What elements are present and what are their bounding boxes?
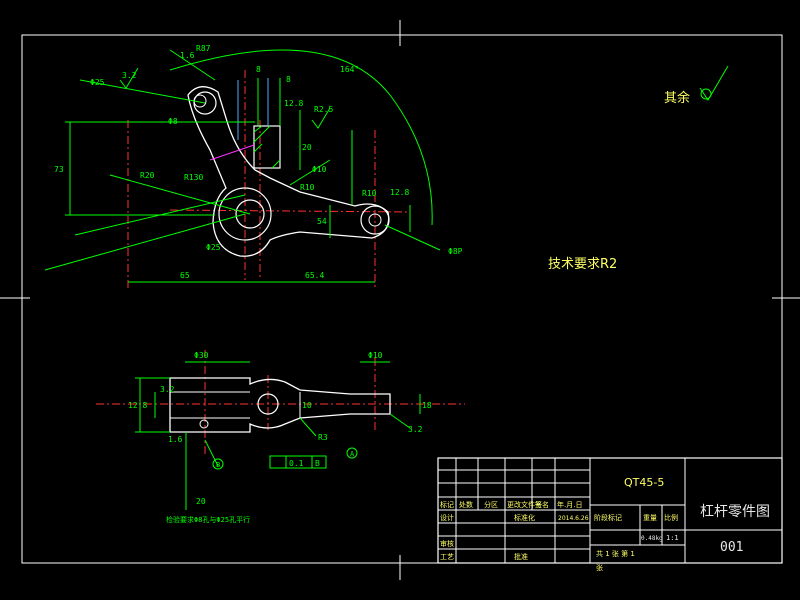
dim-d16: 1.6	[180, 51, 195, 60]
dim-b13: 18	[422, 401, 432, 410]
dim-b8: 3.2	[408, 425, 423, 434]
front-view	[96, 350, 465, 510]
dim-d6: R10	[300, 183, 315, 192]
dim-d7: 65	[180, 271, 190, 280]
header-cell-sign: 签名	[535, 500, 549, 509]
header-cell-mark: 标记	[440, 500, 454, 509]
weight-value: 0.48kg	[641, 535, 663, 542]
dim-b5: 1.6	[168, 435, 183, 444]
scale-value: 1:1	[666, 534, 679, 542]
dim-d19: 54	[317, 217, 327, 226]
dim-b3: 3.2	[160, 385, 175, 394]
scale-label: 比例	[664, 513, 678, 522]
inspection-note: 检验要求Φ8孔与Φ25孔平行	[166, 515, 250, 524]
dim-d12: Φ25	[206, 243, 221, 252]
dim-d15: 164°	[340, 65, 359, 74]
dim-b14: 20	[196, 497, 206, 506]
header-cell-change-doc: 更改文件号	[507, 500, 542, 509]
sheet-unit: 张	[596, 563, 603, 572]
dim-d20: 20	[302, 143, 312, 152]
dim-b7: R3	[318, 433, 328, 442]
header-cell-zone: 分区	[484, 500, 498, 509]
review-label: 审核	[440, 539, 454, 548]
dim-b6: 10	[302, 401, 312, 410]
datum-b-label: B	[216, 461, 220, 469]
material-label: QT45-5	[624, 476, 664, 489]
dim-b2: Φ10	[368, 351, 383, 360]
dim-d3: 12.8	[284, 99, 303, 108]
stage-label: 阶段标记	[594, 513, 622, 522]
gdt-datum: B	[315, 459, 320, 468]
std-label: 标准化	[514, 513, 535, 522]
weight-label: 重量	[643, 514, 657, 522]
datum-a-label: A	[350, 450, 355, 458]
dim-b1: Φ30	[194, 351, 209, 360]
surface-rest-note: 其余	[664, 90, 690, 106]
dim-d11: R130	[184, 173, 203, 182]
dim-d10: R20	[140, 171, 155, 180]
header-cell-date: 年.月.日	[557, 500, 582, 509]
drawing-number: 001	[720, 540, 743, 555]
title-block-grid	[437, 457, 783, 564]
sheet-info: 共 1 张 第 1	[596, 549, 635, 558]
part-name: 杠杆零件图	[700, 504, 770, 520]
design-label: 设计	[440, 513, 454, 522]
dim-d13: Φ8	[168, 117, 178, 126]
date-value: 2014.6.26	[558, 515, 589, 522]
top-view	[44, 49, 729, 290]
technical-requirement-note: 技术要求R2	[548, 257, 617, 272]
dim-d21: R10	[362, 189, 377, 198]
header-cell-count: 处数	[459, 500, 473, 509]
dim-d2: 8	[286, 75, 291, 84]
sheet-border	[0, 20, 800, 580]
dim-d8: 65.4	[305, 271, 324, 280]
dim-d17: Φ25	[90, 78, 105, 87]
dim-d1: 8	[256, 65, 261, 74]
dim-d9: 73	[54, 165, 64, 174]
approve-label: 批准	[514, 552, 528, 561]
process-label: 工艺	[440, 553, 454, 561]
dim-d5: Φ10	[312, 165, 327, 174]
dim-d23: R87	[196, 44, 211, 53]
dim-b4: 12.8	[128, 401, 147, 410]
dim-d22: Φ8P	[448, 247, 463, 256]
dim-d18: 12.8	[390, 188, 409, 197]
dim-d14: 3.2	[122, 71, 137, 80]
dim-d4: R2.5	[314, 105, 333, 114]
gdt-tolerance: 0.1	[289, 459, 304, 468]
